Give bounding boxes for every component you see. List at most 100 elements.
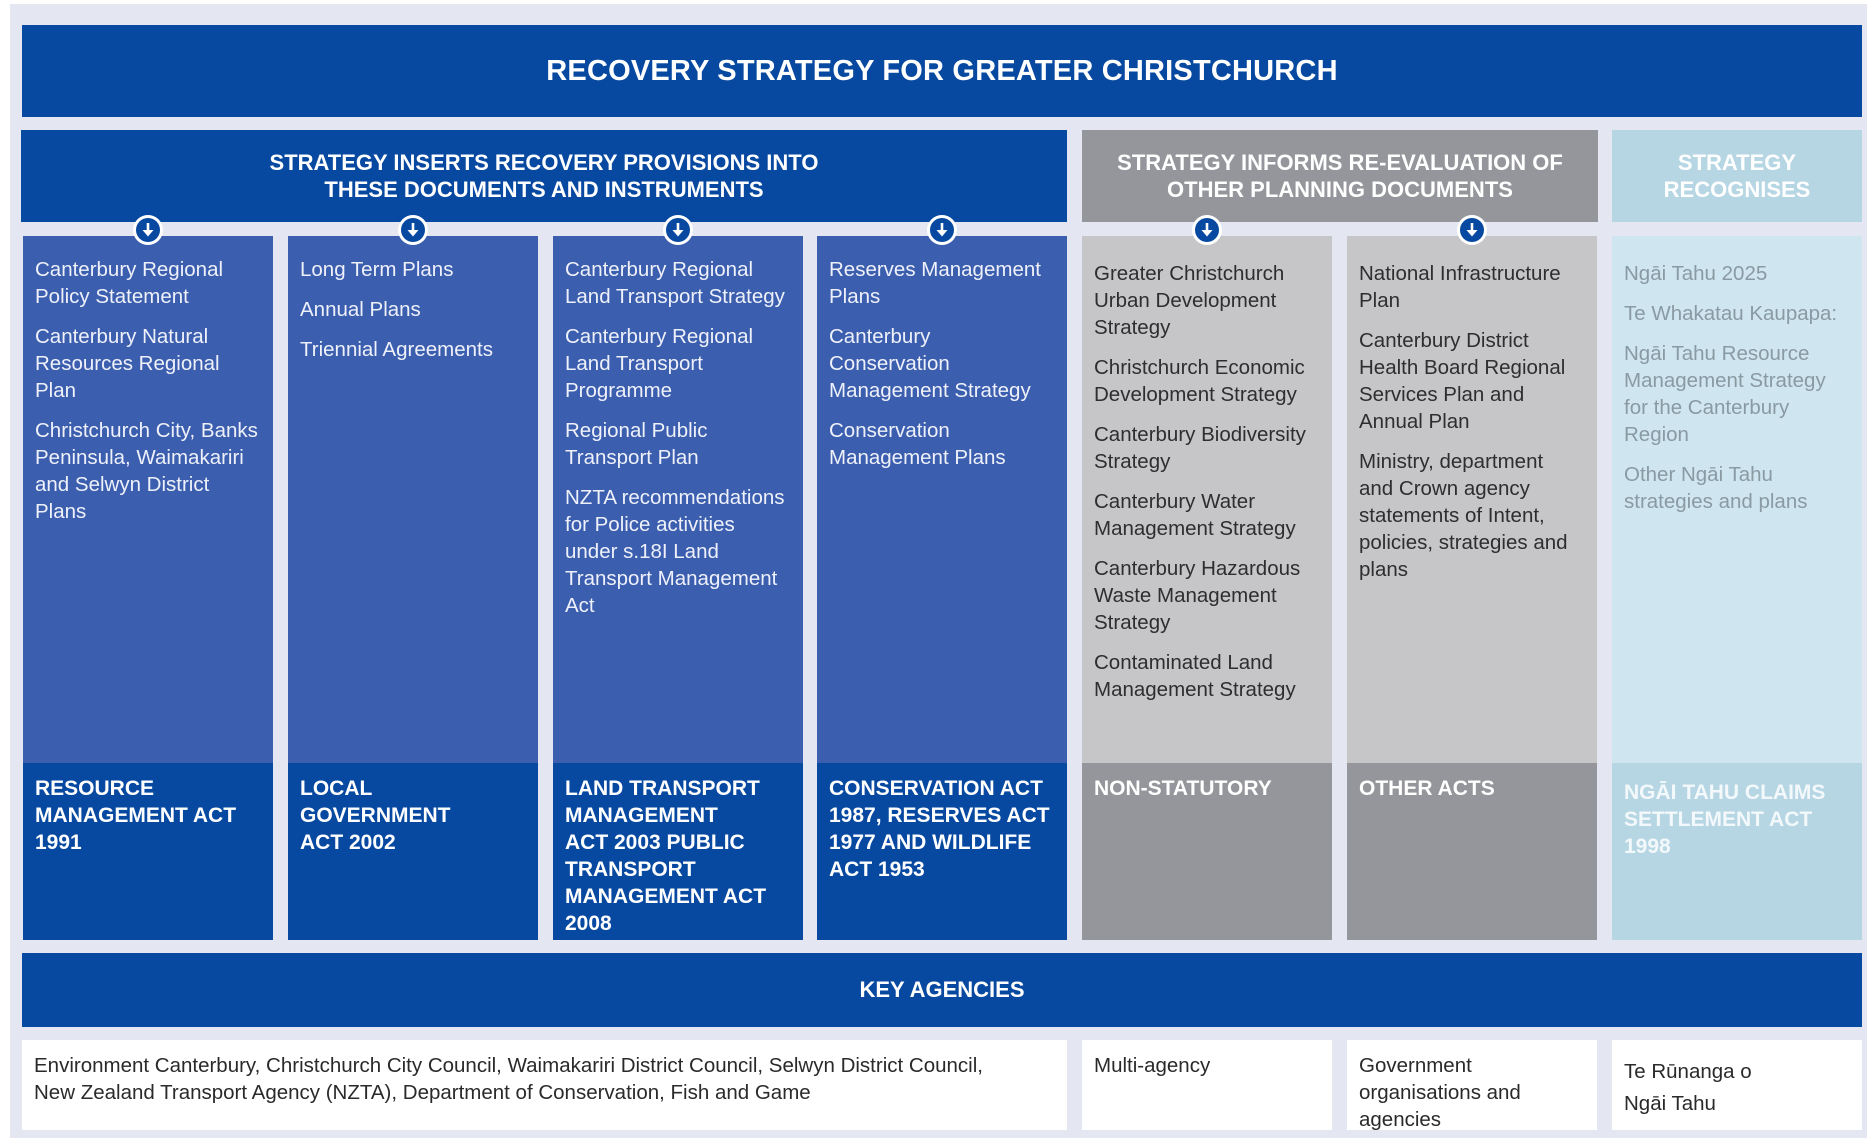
document-item-line: Christchurch City, Banks: [35, 419, 258, 442]
document-item-line: Peninsula, Waimakariri: [35, 446, 244, 469]
document-item-line: Management Strategy: [1094, 678, 1296, 701]
document-item-line: Transport Management: [565, 567, 778, 590]
act-line: ACT 2003 PUBLIC: [565, 831, 745, 854]
document-item-line: for the Canterbury: [1624, 396, 1790, 419]
document-item-line: Reserves Management: [829, 258, 1041, 281]
document-item-line: Resources Regional: [35, 352, 220, 375]
header-strategy-recognises: STRATEGY RECOGNISES: [1612, 130, 1862, 222]
document-item-line: Management Strategy: [1624, 369, 1826, 392]
header-line: STRATEGY INSERTS RECOVERY PROVISIONS INT…: [269, 150, 819, 175]
document-item-line: Services Plan and: [1359, 383, 1525, 406]
act-line: NGĀI TAHU CLAIMS: [1624, 781, 1826, 804]
document-item-line: for Police activities: [565, 513, 735, 536]
document-item: Long Term Plans: [300, 256, 527, 283]
document-item-line: Health Board Regional: [1359, 356, 1566, 379]
document-item-line: Transport Plan: [565, 446, 699, 469]
document-item-line: Canterbury Natural: [35, 325, 209, 348]
document-item-line: Land Transport Strategy: [565, 285, 785, 308]
agency-line: Ngāi Tahu: [1624, 1092, 1716, 1115]
arrow-down-circle-icon: [133, 215, 163, 245]
header-line: THESE DOCUMENTS AND INSTRUMENTS: [324, 177, 764, 202]
document-item-line: policies, strategies and: [1359, 531, 1568, 554]
header-line: RECOGNISES: [1663, 177, 1811, 202]
act-line: MANAGEMENT: [565, 804, 718, 827]
act-line: 1991: [35, 831, 82, 854]
act-line: CONSERVATION ACT: [829, 777, 1043, 800]
document-item-line: Waste Management: [1094, 584, 1277, 607]
agency-line: Te Rūnanga o: [1624, 1060, 1752, 1083]
document-item: Te Whakatau Kaupapa:: [1624, 300, 1851, 327]
document-item-line: Annual Plan: [1359, 410, 1470, 433]
document-item-line: Management Strategy: [829, 379, 1031, 402]
diagram-title: RECOVERY STRATEGY FOR GREATER CHRISTCHUR…: [22, 25, 1862, 117]
document-item-line: Act: [565, 594, 595, 617]
document-item-line: Other Ngāi Tahu: [1624, 463, 1773, 486]
document-item-line: Ngāi Tahu Resource: [1624, 342, 1810, 365]
document-item-line: Canterbury Regional: [35, 258, 224, 281]
arrow-down-circle-icon: [927, 215, 957, 245]
document-item: Triennial Agreements: [300, 336, 527, 363]
agency-line: New Zealand Transport Agency (NZTA), Dep…: [34, 1081, 811, 1104]
document-item-line: Strategy: [1094, 316, 1171, 339]
document-item-line: Policy Statement: [35, 285, 189, 308]
document-item-line: Development Strategy: [1094, 383, 1297, 406]
act-line: OTHER ACTS: [1359, 777, 1495, 800]
arrow-down-circle-icon: [1192, 215, 1222, 245]
agency-box-4: Te Rūnanga o Ngāi Tahu: [1612, 1040, 1862, 1130]
header-strategy-inserts: STRATEGY INSERTS RECOVERY PROVISIONS INT…: [21, 130, 1067, 222]
agency-box-3: Government organisations and agencies: [1347, 1040, 1597, 1131]
document-item-line: statements of Intent,: [1359, 504, 1545, 527]
document-item-line: NZTA recommendations: [565, 486, 785, 509]
document-item-line: Strategy: [1094, 450, 1171, 473]
agency-line: organisations and: [1359, 1081, 1521, 1104]
document-item: Ngāi Tahu 2025: [1624, 260, 1851, 287]
document-item-line: and Selwyn District: [35, 473, 210, 496]
document-item-line: Programme: [565, 379, 673, 402]
act-line: ACT 2002: [300, 831, 396, 854]
header-line: STRATEGY: [1677, 150, 1797, 175]
column-6-act: OTHER ACTS: [1347, 763, 1597, 940]
document-item-line: under s.18I Land: [565, 540, 719, 563]
act-line: SETTLEMENT ACT: [1624, 808, 1813, 831]
document-item-line: Christchurch Economic: [1094, 356, 1305, 379]
agency-line: agencies: [1359, 1108, 1442, 1131]
agency-box-1: Environment Canterbury, Christchurch Cit…: [22, 1040, 1067, 1130]
act-line: 1987, RESERVES ACT: [829, 804, 1050, 827]
document-item-line: Management Plans: [829, 446, 1006, 469]
document-item-line: Conservation: [829, 419, 950, 442]
key-agencies-bar: KEY AGENCIES: [22, 953, 1862, 1027]
document-item: NZTA recommendations for Police activitie…: [565, 484, 792, 619]
column-7-act: NGĀI TAHU CLAIMS SETTLEMENT ACT 1998: [1612, 763, 1862, 940]
act-line: 1998: [1624, 835, 1671, 858]
document-item-line: Conservation: [829, 352, 950, 375]
column-5-act: NON-STATUTORY: [1082, 763, 1332, 940]
document-item-line: Greater Christchurch: [1094, 262, 1285, 285]
agency-line: Government: [1359, 1054, 1472, 1077]
act-line: NON-STATUTORY: [1094, 777, 1272, 800]
document-item-line: Plan: [1359, 289, 1401, 312]
document-item-line: Ministry, department: [1359, 450, 1544, 473]
document-item-line: Canterbury Water: [1094, 490, 1256, 513]
document-item-line: National Infrastructure: [1359, 262, 1561, 285]
document-item-line: Triennial Agreements: [300, 338, 493, 361]
arrow-down-circle-icon: [398, 215, 428, 245]
